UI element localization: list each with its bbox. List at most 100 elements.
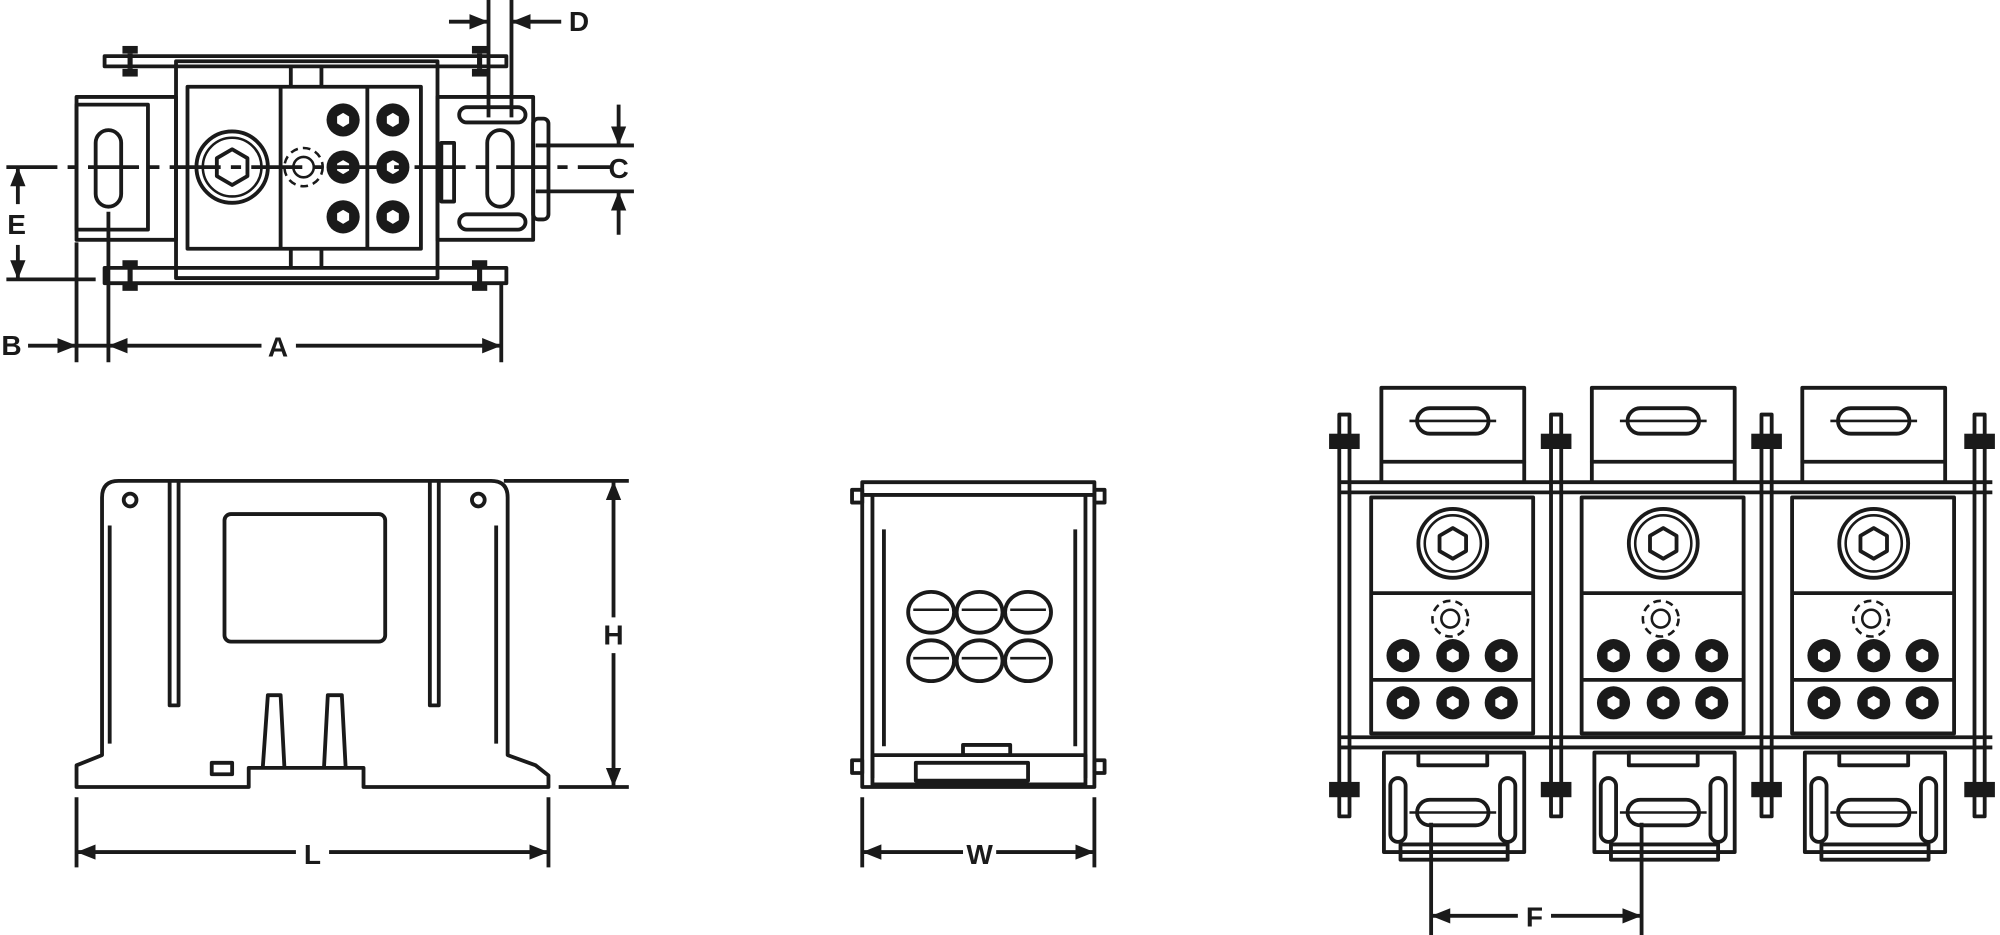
module-body xyxy=(1790,495,1956,736)
hex-socket-icon xyxy=(1817,648,1830,663)
drawing-stroke xyxy=(1423,514,1483,573)
dimension-label-l: L xyxy=(304,839,321,870)
tap-holes xyxy=(326,103,410,234)
drawing-stroke xyxy=(1860,608,1882,629)
din-rail-post xyxy=(1972,412,1987,819)
dashed-port-icon xyxy=(1641,599,1680,638)
drawing-stroke xyxy=(1844,514,1904,573)
hex-socket-icon xyxy=(337,112,350,127)
clip-icon xyxy=(1498,776,1518,844)
hex-socket-icon xyxy=(1916,648,1929,663)
clip-icon xyxy=(1598,776,1618,844)
dimension-label-d: D xyxy=(569,6,589,37)
hex-socket-icon xyxy=(386,112,399,127)
top-lug-tab xyxy=(1800,385,1948,464)
top-view: C D E B A xyxy=(1,0,634,362)
side-body-outline xyxy=(74,478,551,789)
wire-ports xyxy=(906,589,1053,684)
dimension-label-e: E xyxy=(7,209,26,240)
three-module-assembly: F xyxy=(1329,385,1995,935)
hex-socket-icon xyxy=(1397,648,1410,663)
front-view: W xyxy=(850,480,1107,870)
top-lug-tab xyxy=(1589,385,1737,464)
screw-icon xyxy=(477,53,483,69)
hex-socket-icon xyxy=(1867,695,1880,710)
dimension-label-w: W xyxy=(966,839,993,870)
din-rail-post xyxy=(1759,412,1774,819)
drawing-stroke xyxy=(1819,842,1931,862)
wire-port-icon xyxy=(954,638,1005,684)
top-rail xyxy=(102,54,509,69)
screw-icon xyxy=(122,260,138,268)
dimension-label-a: A xyxy=(268,331,288,362)
hex-socket-icon xyxy=(1607,695,1620,710)
label-window xyxy=(222,512,388,644)
main-screw-icon xyxy=(1416,507,1490,580)
rail-screws xyxy=(122,45,488,291)
screw-icon xyxy=(122,283,138,291)
hex-socket-icon xyxy=(1648,526,1679,561)
screw-icon xyxy=(122,45,138,54)
drawing-stroke xyxy=(1440,608,1461,629)
mount-hole-icon xyxy=(470,491,487,509)
hex-socket-icon xyxy=(1858,526,1889,561)
din-rail-post xyxy=(1337,412,1352,819)
drawing-stroke xyxy=(1398,842,1510,862)
dimension-label-f: F xyxy=(1526,902,1543,933)
bottom-rail xyxy=(102,265,509,286)
module-body xyxy=(1579,495,1746,736)
hex-socket-icon xyxy=(1495,648,1508,663)
drawing-stroke xyxy=(1416,750,1490,768)
screw-icon xyxy=(1964,781,1995,798)
hex-socket-icon xyxy=(1495,695,1508,710)
drawing-stroke xyxy=(1626,750,1700,768)
front-body-outline xyxy=(860,480,1097,789)
module-2 xyxy=(1579,385,1746,862)
hex-socket-icon xyxy=(386,209,399,224)
screw-icon xyxy=(122,68,138,77)
module-1 xyxy=(1369,385,1536,862)
dashed-port-icon xyxy=(1431,599,1470,638)
din-rail-post xyxy=(1549,412,1564,819)
drawing-stroke xyxy=(1609,842,1721,862)
hex-socket-icon xyxy=(1867,648,1880,663)
module-body xyxy=(1369,495,1536,736)
hex-socket-icon xyxy=(1397,695,1410,710)
screw-icon xyxy=(471,283,488,291)
screw-icon xyxy=(1751,781,1782,798)
screw-icon xyxy=(477,267,483,284)
hex-socket-icon xyxy=(1916,695,1929,710)
hex-socket-icon xyxy=(1446,648,1459,663)
wire-port-icon xyxy=(906,589,956,635)
hex-socket-icon xyxy=(1705,695,1718,710)
screw-icon xyxy=(471,45,488,54)
clip-icon xyxy=(1919,776,1939,844)
screw-icon xyxy=(1329,433,1360,450)
hex-socket-icon xyxy=(337,209,350,224)
screw-icon xyxy=(471,260,488,268)
hex-socket-icon xyxy=(1607,648,1620,663)
screw-icon xyxy=(1540,433,1572,450)
main-screw-icon xyxy=(1837,507,1911,580)
dashed-port-icon xyxy=(1852,599,1891,638)
screw-icon xyxy=(1329,781,1360,798)
clip-icon xyxy=(1388,776,1408,844)
wire-port-icon xyxy=(1003,638,1053,684)
drawing-stroke xyxy=(1837,750,1911,768)
hex-socket-icon xyxy=(386,160,399,175)
top-lug-tab xyxy=(1379,385,1527,464)
hex-socket-icon xyxy=(1446,695,1459,710)
dimension-label-h: H xyxy=(603,620,623,651)
hex-socket-icon xyxy=(1657,648,1670,663)
dimension-label-c: C xyxy=(608,153,628,184)
screw-icon xyxy=(1540,781,1572,798)
screw-icon xyxy=(1964,433,1995,450)
drawing-stroke xyxy=(1650,608,1671,629)
wire-port-icon xyxy=(906,638,956,684)
wire-port-icon xyxy=(1003,589,1053,635)
module-3 xyxy=(1790,385,1956,862)
hex-socket-icon xyxy=(1705,648,1718,663)
screw-icon xyxy=(1751,433,1782,450)
